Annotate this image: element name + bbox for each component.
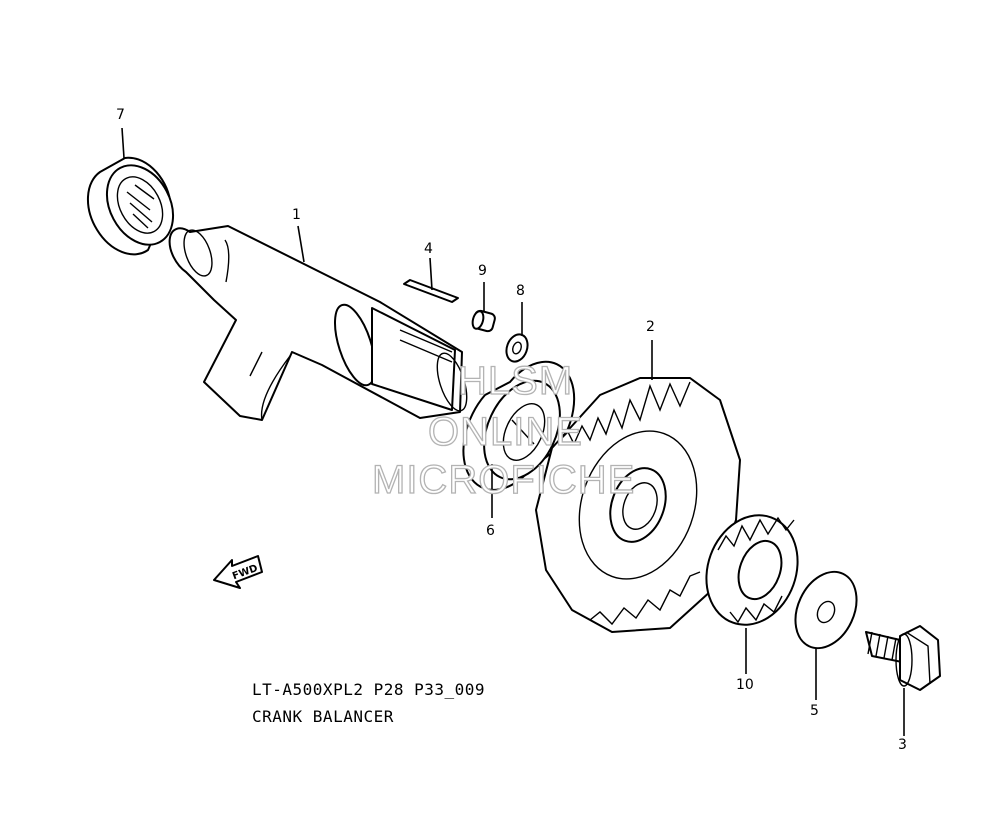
callout-4: 4 <box>424 241 433 257</box>
part-9-pin <box>471 309 496 333</box>
callout-7: 7 <box>116 107 125 123</box>
callout-9: 9 <box>478 263 487 279</box>
callout-2: 2 <box>646 319 655 335</box>
part-1-balancer-shaft <box>168 225 468 421</box>
callout-1: 1 <box>292 207 301 223</box>
callout-6: 6 <box>486 523 495 539</box>
fwd-arrow-icon: FWD <box>213 555 263 589</box>
callout-3: 3 <box>898 737 907 753</box>
callout-8: 8 <box>516 283 525 299</box>
part-5-washer <box>794 570 858 650</box>
part-4-key <box>403 279 459 303</box>
callout-5: 5 <box>810 703 819 719</box>
part-3-bolt <box>865 625 941 691</box>
part-6-bearing <box>462 360 576 491</box>
part-7-bearing <box>86 156 175 256</box>
part-10-drive-gear <box>705 514 799 626</box>
diagram-code: LT-A500XPL2 P28 P33_009 <box>252 680 486 699</box>
diagram-title: CRANK BALANCER <box>252 707 394 726</box>
part-8-washer <box>505 333 529 363</box>
part-2-balancer-gear <box>535 377 741 633</box>
callout-10: 10 <box>736 677 754 693</box>
leader-lines <box>121 127 905 736</box>
